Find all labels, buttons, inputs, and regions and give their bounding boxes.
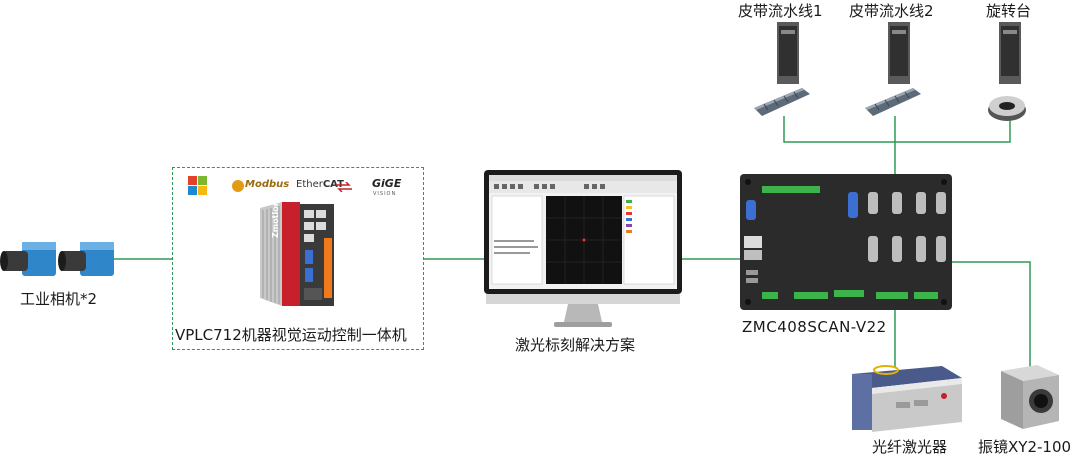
belt2-label: 皮带流水线2 (849, 2, 934, 20)
gige-vision-subtext: VISION (373, 191, 397, 197)
modbus-logo-text: Modbus (245, 179, 290, 190)
fiber-laser (846, 362, 964, 438)
servo-drive-1 (777, 22, 799, 88)
belt1-label: 皮带流水线1 (738, 2, 823, 20)
ethercat-arrows-icon (335, 177, 353, 196)
rotary-label: 旋转台 (986, 2, 1032, 20)
vplc712-device (258, 198, 338, 314)
monitor-software-screen (484, 170, 682, 334)
industrial-camera-1 (0, 240, 60, 284)
vplc-group-box (172, 167, 424, 350)
gige-logo-text: GiGE (372, 177, 402, 190)
wire-controller-galvo (942, 261, 1031, 370)
belt-conveyor-2 (863, 86, 923, 122)
belt-conveyor-1 (752, 86, 812, 122)
zmc408scan-controller (740, 174, 952, 314)
software-label: 激光标刻解决方案 (515, 336, 636, 354)
servo-drive-3 (999, 22, 1021, 88)
ethercat-logo-part-b: CAT (322, 179, 344, 190)
modbus-icon (231, 178, 245, 197)
windows-icon (187, 175, 209, 201)
wire-servo-bus (783, 116, 1011, 143)
laser-label: 光纤激光器 (872, 438, 948, 456)
ethercat-logo-part-a: Ether (296, 179, 323, 190)
servo-drive-2 (888, 22, 910, 88)
galvo-scanner (995, 363, 1063, 437)
vplc-label: VPLC712机器视觉运动控制一体机 (175, 326, 407, 344)
ethercat-logo: EtherCAT (296, 179, 344, 190)
brand-logo-text: Zmotion (271, 200, 280, 238)
galvo-label: 振镜XY2-100 (978, 438, 1072, 456)
camera-label: 工业相机*2 (20, 290, 98, 308)
industrial-camera-2 (58, 240, 118, 284)
rotary-table (987, 92, 1027, 126)
controller-label: ZMC408SCAN-V22 (742, 318, 887, 336)
